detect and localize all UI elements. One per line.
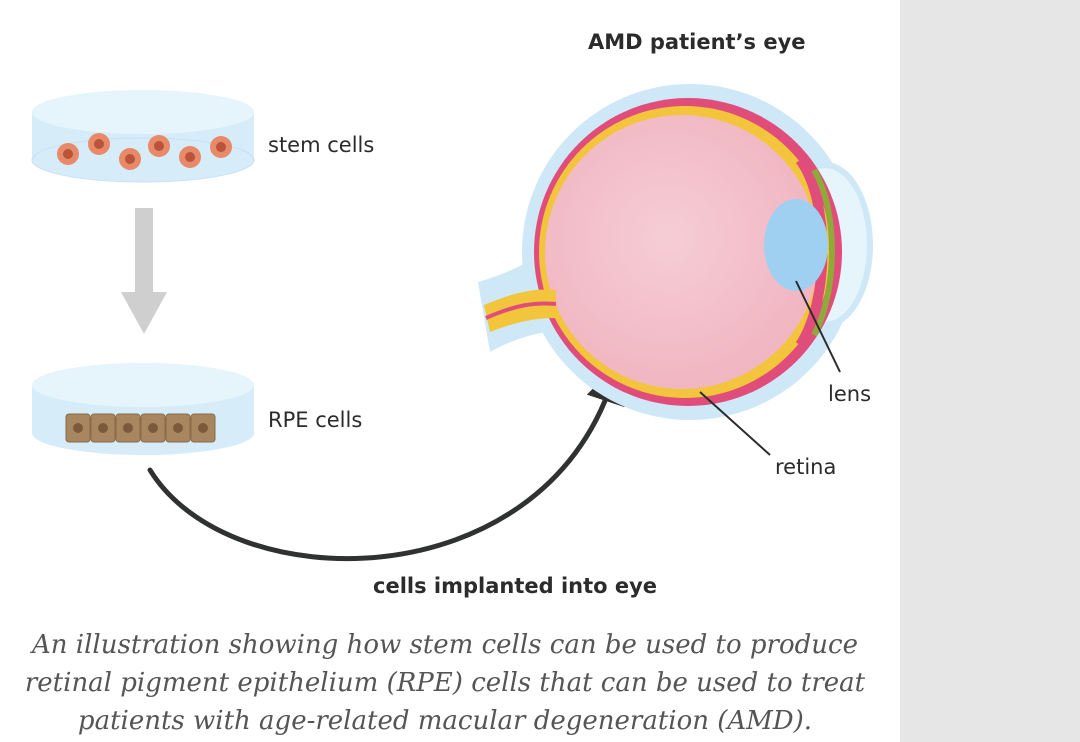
- retina-pointer: [699, 391, 771, 456]
- rpe-cell: [90, 413, 116, 443]
- stem-cell-diagram: [31, 84, 873, 562]
- rpe-cells-group: [65, 413, 216, 443]
- stem-cells-label: stem cells: [268, 133, 375, 157]
- stem-cell: [210, 136, 232, 158]
- eye-illustration: [478, 84, 873, 456]
- stem-cell: [57, 143, 79, 165]
- rpe-cell: [140, 413, 166, 443]
- caption-line: retinal pigment epithelium (RPE) cells t…: [24, 668, 866, 698]
- eye-title: AMD patient’s eye: [588, 30, 806, 54]
- figure-caption: An illustration showing how stem cells c…: [20, 626, 870, 740]
- lens-shape: [764, 199, 828, 291]
- caption-line: patients with age-related macular degene…: [77, 706, 813, 736]
- rpe-cell: [165, 413, 191, 443]
- stem-cells-group: [57, 133, 232, 170]
- retina-label: retina: [775, 455, 837, 479]
- right-margin-panel: [900, 0, 1080, 742]
- differentiation-arrow: [121, 208, 167, 334]
- rpe-cell: [190, 413, 216, 443]
- stem-cell: [88, 133, 110, 155]
- rpe-cell: [65, 413, 91, 443]
- lens-label: lens: [828, 382, 872, 406]
- eye-interior: [545, 115, 819, 389]
- stem-cell: [179, 146, 201, 168]
- stem-cell-dish: [31, 90, 255, 183]
- implant-label: cells implanted into eye: [373, 574, 658, 598]
- lens-pointer: [795, 280, 841, 373]
- rpe-cells-label: RPE cells: [268, 408, 363, 432]
- rpe-cell: [115, 413, 141, 443]
- stem-cell: [119, 148, 141, 170]
- optic-nerve: [484, 289, 556, 332]
- caption-line: An illustration showing how stem cells c…: [32, 630, 858, 660]
- implant-arrow: [147, 363, 625, 562]
- stem-cell: [148, 135, 170, 157]
